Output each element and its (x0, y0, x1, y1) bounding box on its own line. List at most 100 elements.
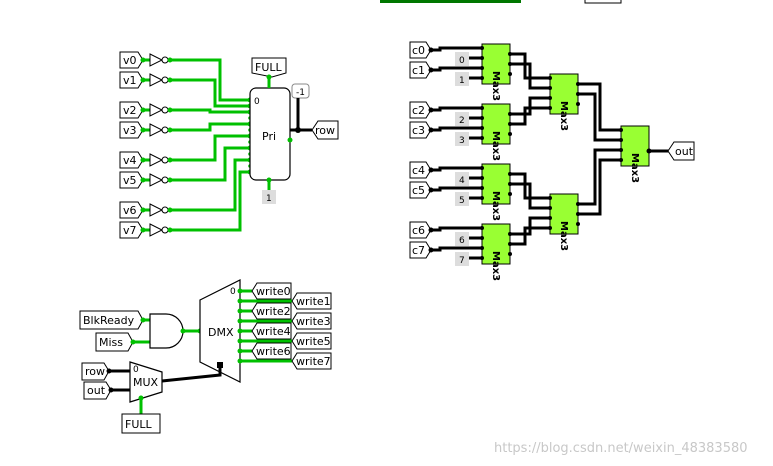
wire (578, 148, 621, 206)
pin-dot (508, 132, 512, 136)
cell-input-c7[interactable] (409, 241, 432, 259)
input-pin-v0[interactable] (119, 51, 144, 69)
pri-row-output[interactable] (311, 120, 339, 140)
input-label-v1: v1 (123, 74, 137, 87)
pin-dot (480, 236, 484, 240)
wire (510, 96, 550, 116)
cell-input-c3[interactable] (409, 121, 432, 139)
pin-dot (237, 308, 243, 314)
not-bubble (161, 126, 169, 134)
input-label-v3: v3 (123, 124, 137, 137)
wire (431, 126, 482, 132)
mux-in0-label: 0 (133, 365, 139, 375)
dmx-output-write7[interactable] (291, 352, 332, 370)
pin-dot (576, 222, 580, 226)
dmx-output-write6[interactable] (251, 342, 292, 360)
wire (431, 66, 482, 72)
dmx-output-write4[interactable] (251, 322, 292, 340)
cell-label: c0 (412, 44, 425, 57)
input-pin-v4[interactable] (119, 151, 144, 169)
wire (578, 158, 621, 216)
input-label-v2: v2 (123, 104, 137, 117)
pin-dot (167, 177, 173, 183)
cell-input-c2[interactable] (409, 101, 432, 119)
wire (510, 182, 550, 210)
demux[interactable] (199, 279, 241, 383)
wire (578, 82, 621, 132)
pin-dot (480, 46, 484, 50)
max3-label: Max3 (490, 71, 501, 101)
dmx-output-write2[interactable] (251, 302, 292, 320)
miss-input[interactable] (95, 332, 134, 352)
dmx-output-write3[interactable] (291, 312, 332, 330)
pin-dot (237, 288, 243, 294)
cell-input-c0[interactable] (409, 41, 432, 59)
pin-dot (167, 77, 173, 83)
mux[interactable] (129, 361, 163, 403)
max-tree-output[interactable] (667, 141, 695, 161)
pin-dot (480, 246, 484, 250)
cell-input-c1[interactable] (409, 61, 432, 79)
mux-full-label: FULL (125, 418, 153, 431)
not-gate (149, 153, 164, 167)
input-pin-v3[interactable] (119, 121, 144, 139)
not-gate (149, 223, 164, 237)
and-gate[interactable] (149, 313, 184, 349)
dmx-label: DMX (208, 326, 234, 339)
cell-input-c4[interactable] (409, 161, 432, 179)
not-gate (149, 103, 164, 117)
max3-block-l1-1[interactable] (481, 103, 511, 145)
cell-input-c6[interactable] (409, 221, 432, 239)
pri-const-neg1 (291, 83, 310, 99)
max3-block-final[interactable] (620, 125, 650, 167)
dmx-output-write0[interactable] (251, 282, 292, 300)
wire (431, 226, 482, 232)
input-pin-v6[interactable] (119, 201, 144, 219)
max3-block-l1-0[interactable] (481, 43, 511, 85)
input-pin-v1[interactable] (119, 71, 144, 89)
max3-label: Max3 (629, 153, 640, 183)
pin-dot (646, 148, 652, 154)
pin-dot (480, 176, 484, 180)
pin-dot (480, 56, 484, 60)
pri-full-label: FULL (255, 61, 283, 74)
wire (431, 166, 482, 172)
pin-dot (548, 76, 552, 80)
mux-label: MUX (133, 376, 159, 389)
input-pin-v7[interactable] (119, 221, 144, 239)
cell-input-c5[interactable] (409, 181, 432, 199)
max3-block-l2-0[interactable] (549, 73, 579, 115)
wire (431, 106, 482, 112)
max3-block-l1-2[interactable] (481, 163, 511, 205)
mux-full-pin[interactable] (121, 413, 161, 434)
pin-dot (167, 227, 173, 233)
miss-label: Miss (99, 336, 123, 349)
input-pin-v2[interactable] (119, 101, 144, 119)
out-input[interactable] (83, 381, 112, 400)
dmx-output-write5[interactable] (291, 332, 332, 350)
const-label: 1 (459, 76, 465, 86)
pin-dot (480, 76, 484, 80)
max-tree-out-label: out (675, 145, 694, 158)
max3-block-l1-3[interactable] (481, 223, 511, 265)
row-input[interactable] (81, 362, 110, 381)
dmx-output-write1[interactable] (291, 292, 332, 310)
dmx-output-label: write5 (296, 335, 331, 348)
pin-dot (548, 216, 552, 220)
max3-label: Max3 (490, 251, 501, 281)
blkready-input[interactable] (79, 310, 144, 330)
dmx-output-label: write0 (256, 285, 291, 298)
dmx-outputs: write0write2write4write6write1write3writ… (237, 282, 332, 370)
pin-dot (480, 256, 484, 260)
wire (510, 52, 550, 80)
not-bubble (161, 226, 169, 234)
wire (170, 78, 250, 108)
input-pin-v5[interactable] (119, 171, 144, 189)
pri-full-pin[interactable] (251, 57, 287, 78)
mux-row-label: row (85, 365, 105, 378)
wire (170, 58, 250, 102)
not-bubble (161, 106, 169, 114)
pin-dot (548, 206, 552, 210)
pin-dot (548, 196, 552, 200)
const-label: 5 (459, 196, 465, 206)
